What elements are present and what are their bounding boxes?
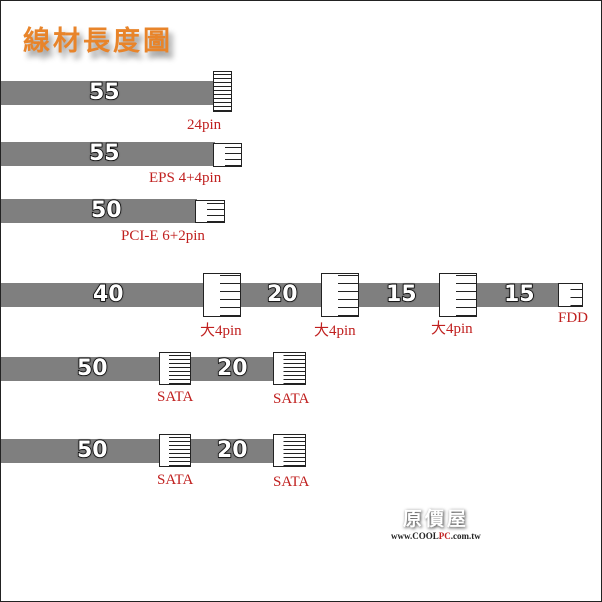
connector-eps-icon	[213, 143, 242, 167]
length-label: 50	[76, 355, 108, 382]
cable-sata	[1, 439, 274, 463]
connector-molex-icon	[439, 273, 477, 317]
connector-label: SATA	[157, 389, 194, 405]
length-label: 15	[385, 281, 417, 308]
length-label: 50	[76, 437, 108, 464]
url-part: PC	[438, 531, 451, 541]
url-part: www.COOL	[391, 531, 439, 541]
connector-fdd-icon	[558, 283, 583, 307]
connector-label: 大4pin	[200, 323, 242, 339]
diagram-title: 線材長度圖	[23, 26, 173, 57]
cable-pcie	[1, 199, 197, 223]
url-part: .com.tw	[450, 531, 481, 541]
length-label: 40	[92, 281, 124, 308]
connector-24pin-icon	[213, 71, 232, 112]
connector-molex-icon	[321, 273, 359, 317]
watermark-url: www.COOLPC.com.tw	[391, 531, 481, 541]
connector-label: FDD	[558, 310, 589, 326]
connector-label: SATA	[157, 472, 194, 488]
connector-molex-icon	[203, 273, 241, 317]
connector-label: SATA	[273, 391, 310, 407]
connector-label: PCI-E 6+2pin	[121, 228, 205, 244]
cable-eps	[1, 142, 215, 166]
connector-label: 大4pin	[431, 321, 473, 337]
connector-sata-icon	[159, 352, 191, 385]
length-label: 20	[266, 281, 298, 308]
connector-label: 24pin	[187, 117, 222, 133]
length-label: 55	[88, 79, 120, 106]
connector-sata-icon	[159, 434, 191, 467]
watermark-name: 原價屋	[402, 508, 469, 530]
connector-label: 大4pin	[314, 323, 356, 339]
connector-label: EPS 4+4pin	[149, 170, 222, 186]
connector-sata-icon	[273, 434, 306, 467]
length-label: 20	[216, 437, 248, 464]
length-label: 20	[216, 355, 248, 382]
connector-label: SATA	[273, 474, 310, 490]
cable-24pin	[1, 81, 215, 105]
connector-sata-icon	[273, 352, 306, 385]
cable-sata	[1, 357, 274, 381]
length-label: 50	[90, 197, 122, 224]
connector-pcie-icon	[195, 200, 225, 223]
watermark-logo: 原價屋 www.COOLPC.com.tw	[391, 504, 481, 541]
length-label: 15	[503, 281, 535, 308]
length-label: 55	[88, 140, 120, 167]
